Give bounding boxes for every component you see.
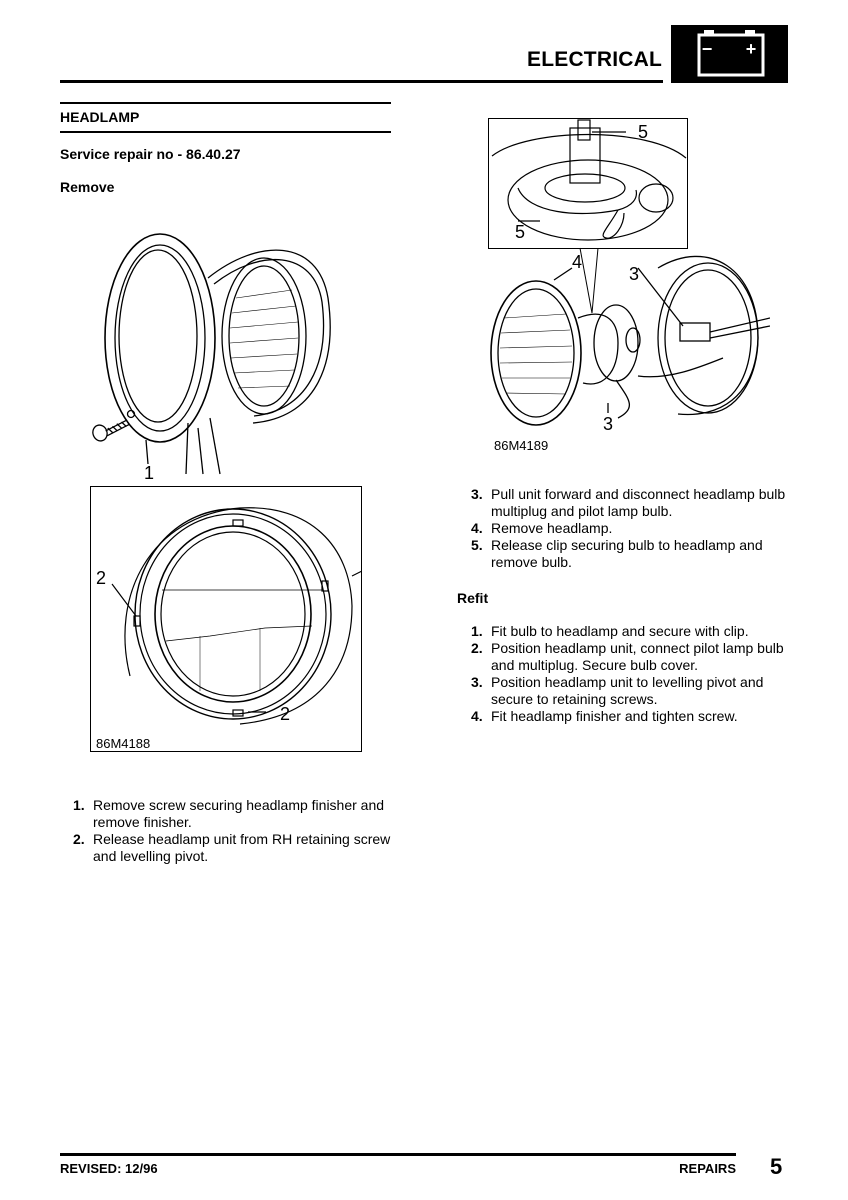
callout-5b: 5 bbox=[515, 222, 525, 242]
figure-finisher-removal: 1 bbox=[78, 218, 340, 480]
revised-date: REVISED: 12/96 bbox=[60, 1161, 158, 1176]
remove-steps-right: 3. Pull unit forward and disconnect headl… bbox=[471, 486, 791, 571]
step-text: Remove screw securing headlamp finisher … bbox=[93, 797, 385, 830]
step-number: 4. bbox=[471, 520, 483, 536]
list-item: 2. Release headlamp unit from RH retainin… bbox=[73, 831, 393, 865]
footer-rule bbox=[60, 1153, 736, 1156]
battery-plus: + bbox=[746, 39, 757, 59]
section-rule-bottom bbox=[60, 131, 391, 133]
step-number: 1. bbox=[73, 797, 85, 813]
list-item: 1. Fit bulb to headlamp and secure with c… bbox=[471, 623, 791, 640]
step-number: 2. bbox=[471, 640, 483, 656]
callout-4: 4 bbox=[572, 252, 582, 272]
list-item: 1. Remove screw securing headlamp finishe… bbox=[73, 797, 393, 831]
header-title: ELECTRICAL bbox=[527, 48, 662, 71]
remove-steps-left: 1. Remove screw securing headlamp finishe… bbox=[73, 797, 393, 865]
refit-heading: Refit bbox=[457, 590, 489, 606]
list-item: 4. Fit headlamp finisher and tighten scre… bbox=[471, 708, 791, 725]
service-repair-number: Service repair no - 86.40.27 bbox=[60, 146, 241, 162]
step-text: Fit bulb to headlamp and secure with cli… bbox=[491, 623, 749, 639]
remove-heading: Remove bbox=[60, 179, 115, 195]
step-number: 3. bbox=[471, 674, 483, 690]
refit-steps: 1. Fit bulb to headlamp and secure with c… bbox=[471, 623, 791, 725]
callout-1: 1 bbox=[144, 463, 154, 480]
list-item: 3. Pull unit forward and disconnect headl… bbox=[471, 486, 791, 520]
page-number: 5 bbox=[770, 1154, 783, 1179]
step-text: Position headlamp unit, connect pilot la… bbox=[491, 640, 784, 673]
step-number: 2. bbox=[73, 831, 85, 847]
step-number: 1. bbox=[471, 623, 483, 639]
figure-headlamp-bulb: 5 5 4 3 3 86M4189 bbox=[488, 118, 770, 458]
list-item: 5. Release clip securing bulb to headlamp… bbox=[471, 537, 791, 571]
step-number: 5. bbox=[471, 537, 483, 553]
step-text: Release clip securing bulb to headlamp a… bbox=[491, 537, 763, 570]
battery-badge: − + bbox=[671, 25, 788, 83]
callout-5a: 5 bbox=[638, 122, 648, 142]
callout-3a: 3 bbox=[629, 264, 639, 284]
list-item: 4. Remove headlamp. bbox=[471, 520, 791, 537]
figure-retaining-screws: 2 2 86M4188 bbox=[90, 486, 362, 752]
callout-2a: 2 bbox=[96, 568, 106, 588]
callout-3b: 3 bbox=[603, 414, 613, 434]
battery-icon: − + bbox=[697, 30, 765, 77]
list-item: 3. Position headlamp unit to levelling pi… bbox=[471, 674, 791, 708]
step-number: 4. bbox=[471, 708, 483, 724]
step-text: Fit headlamp finisher and tighten screw. bbox=[491, 708, 738, 724]
step-text: Release headlamp unit from RH retaining … bbox=[93, 831, 391, 864]
step-text: Pull unit forward and disconnect headlam… bbox=[491, 486, 786, 519]
step-text: Remove headlamp. bbox=[491, 520, 613, 536]
section-title: HEADLAMP bbox=[60, 109, 140, 125]
list-item: 2. Position headlamp unit, connect pilot … bbox=[471, 640, 791, 674]
footer-section: REPAIRS bbox=[679, 1161, 736, 1176]
figure-code-86M4189: 86M4189 bbox=[494, 438, 548, 453]
section-rule-top bbox=[60, 102, 391, 104]
step-text: Position headlamp unit to levelling pivo… bbox=[491, 674, 764, 707]
step-number: 3. bbox=[471, 486, 483, 502]
header-rule bbox=[60, 80, 663, 83]
figure-code-86M4188: 86M4188 bbox=[96, 736, 150, 751]
battery-minus: − bbox=[702, 39, 713, 59]
callout-2b: 2 bbox=[280, 704, 290, 724]
